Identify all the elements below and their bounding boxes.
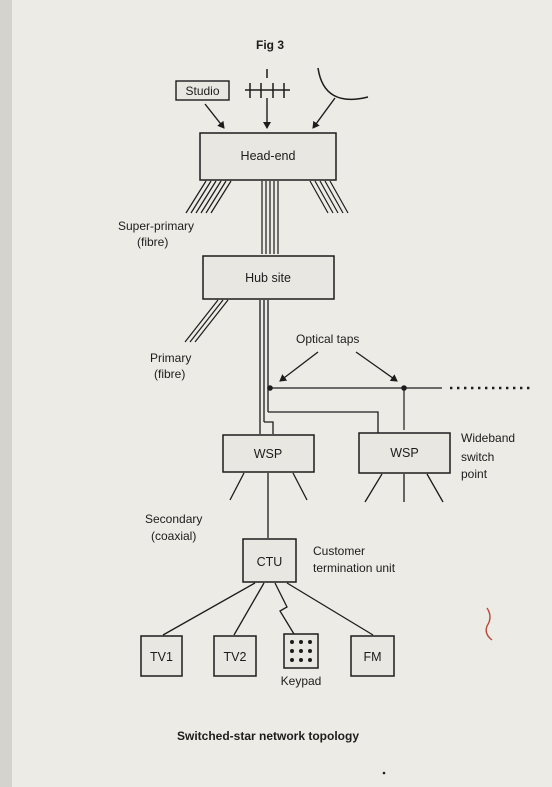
tv1-node: TV1 <box>140 635 183 677</box>
page-edge-shadow <box>0 0 12 787</box>
primary-label: Primary <box>150 351 191 365</box>
input-arrows <box>204 97 336 129</box>
studio-label: Studio <box>185 84 219 98</box>
stray-dot <box>382 771 386 775</box>
optical-tap-dot-left <box>267 385 273 391</box>
wsp-right-node: WSP <box>358 432 451 474</box>
primary-fibre-lines <box>184 299 229 343</box>
ctu-device-links <box>162 582 374 636</box>
wsp-drop-lines <box>229 472 444 538</box>
wsp-left-label: WSP <box>254 447 282 461</box>
wsp-right-label: WSP <box>390 446 418 460</box>
primary-sublabel: (fibre) <box>154 367 185 381</box>
ctu-label: CTU <box>257 555 283 569</box>
optical-taps-arrows <box>279 351 398 382</box>
point-label: point <box>461 467 488 481</box>
termination-unit-label: termination unit <box>313 561 396 575</box>
stray-ink-mark <box>485 607 493 641</box>
primary-fibre-bundle <box>259 300 442 434</box>
customer-label: Customer <box>313 544 365 558</box>
satellite-dish-icon <box>317 67 369 101</box>
antenna-icon <box>245 69 290 98</box>
keypad-icon <box>290 640 312 662</box>
super-primary-label: Super-primary <box>118 219 194 233</box>
ctu-node: CTU <box>242 538 297 583</box>
wideband-label: Wideband <box>461 431 515 445</box>
headend-label: Head-end <box>241 149 296 163</box>
figure-label: Fig 3 <box>256 38 284 52</box>
secondary-sublabel: (coaxial) <box>151 529 196 543</box>
hub-site-label: Hub site <box>245 271 291 285</box>
figure-caption: Switched-star network topology <box>177 729 359 743</box>
keypad-label: Keypad <box>281 674 322 688</box>
studio-node: Studio <box>175 80 230 101</box>
headend-node: Head-end <box>199 132 337 181</box>
switch-label: switch <box>461 450 494 464</box>
optical-taps-label: Optical taps <box>296 332 359 346</box>
super-primary-sublabel: (fibre) <box>137 235 168 249</box>
fm-node: FM <box>350 635 395 677</box>
fm-label: FM <box>363 650 381 664</box>
tv2-node: TV2 <box>213 635 257 677</box>
super-primary-fibres <box>185 180 349 254</box>
secondary-label: Secondary <box>145 512 202 526</box>
wsp-left-node: WSP <box>222 434 315 473</box>
tv2-label: TV2 <box>224 650 247 664</box>
hub-site-node: Hub site <box>202 255 335 300</box>
tv1-label: TV1 <box>150 650 173 664</box>
keypad-node: Keypad <box>281 633 322 688</box>
